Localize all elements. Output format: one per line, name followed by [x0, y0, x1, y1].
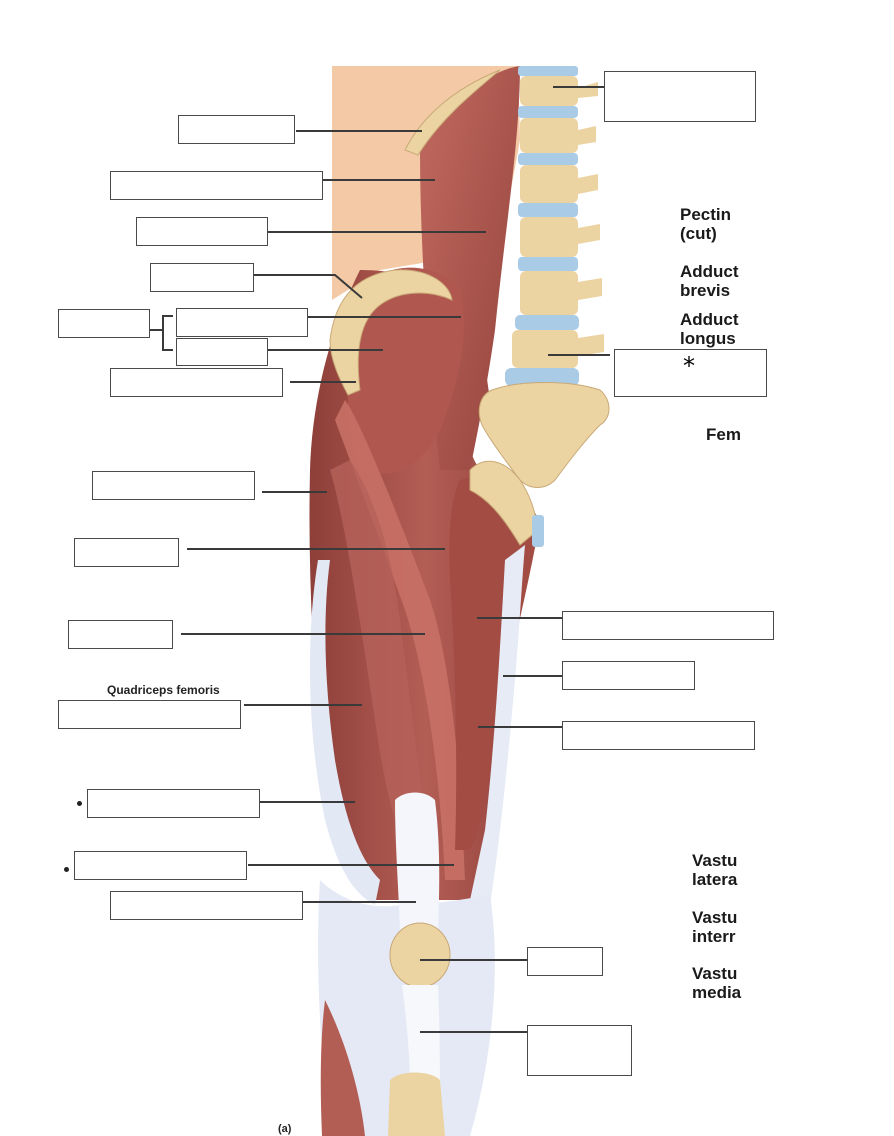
quadriceps-femoris-label: Quadriceps femoris	[107, 683, 220, 697]
label-box-12[interactable]	[87, 789, 260, 818]
right-label-adductor-brevis: Adduct brevis	[680, 262, 739, 300]
tibia-top	[388, 1072, 445, 1136]
bullet-marker	[77, 801, 82, 806]
sartorius-muscle	[335, 400, 465, 880]
label-box-1[interactable]	[178, 115, 295, 144]
label-box-ligament[interactable]	[527, 1025, 632, 1076]
right-label-adductor-longus: Adduct longus	[680, 310, 739, 348]
label-box-3[interactable]	[136, 217, 268, 246]
rectus-femoris	[330, 460, 430, 850]
sacrum	[478, 382, 610, 488]
patella	[389, 922, 451, 988]
label-box-patella[interactable]	[527, 947, 603, 976]
right-label-vastus-medialis: Vastu media	[692, 964, 742, 1002]
pubic-symphysis	[532, 515, 544, 547]
label-box-11[interactable]	[58, 700, 241, 729]
label-box-8[interactable]	[92, 471, 255, 500]
figure-letter: (a)	[278, 1123, 292, 1135]
right-label-vastus-intermedius: Vastu interr	[692, 908, 738, 946]
label-box-5[interactable]	[176, 308, 308, 337]
right-label-femur: Fem	[706, 425, 741, 444]
quadriceps-tendon	[395, 792, 440, 930]
leader-lines	[150, 86, 610, 1033]
lower-leg-muscles	[320, 1000, 365, 1136]
iliacus-muscle	[347, 267, 464, 474]
asterisk-marker: *	[683, 352, 695, 380]
label-box-6[interactable]	[176, 338, 268, 366]
vertebral-column	[505, 66, 604, 386]
label-box-7[interactable]	[110, 368, 283, 397]
right-label-vastus-lateralis: Vastu latera	[692, 851, 738, 889]
label-box-2[interactable]	[110, 171, 323, 200]
label-box-14[interactable]	[110, 891, 303, 920]
label-box-15[interactable]	[562, 611, 774, 640]
pubic-bone	[469, 460, 539, 546]
label-box-17[interactable]	[562, 721, 755, 750]
label-box-10[interactable]	[68, 620, 173, 649]
right-label-pectineus: Pectin (cut)	[680, 205, 732, 243]
iliotibial-tract	[309, 560, 380, 905]
label-box-group[interactable]	[58, 309, 150, 338]
label-box-16[interactable]	[562, 661, 695, 690]
label-box-4[interactable]	[150, 263, 254, 292]
rib	[404, 69, 501, 156]
bullet-marker	[64, 867, 69, 872]
label-box-13[interactable]	[74, 851, 247, 880]
iliac-crest	[329, 269, 453, 396]
label-box-9[interactable]	[74, 538, 179, 567]
label-box-spine[interactable]	[604, 71, 756, 122]
label-box-sacrum[interactable]	[614, 349, 767, 397]
medial-fascia	[470, 545, 525, 905]
